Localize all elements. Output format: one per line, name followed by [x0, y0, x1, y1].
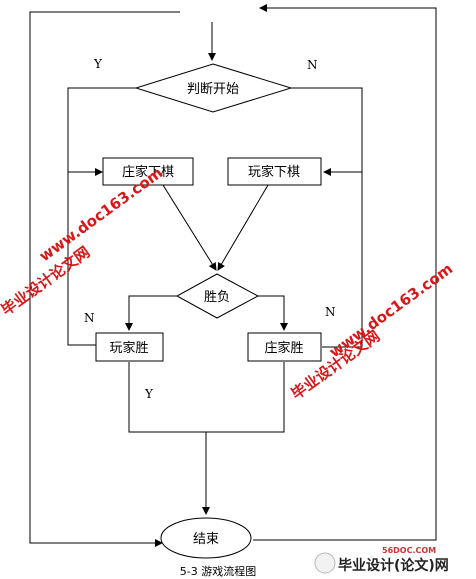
process-player-win: [95, 332, 164, 362]
terminal-end: [160, 517, 252, 559]
process-banker-win: [247, 332, 322, 362]
edge-label-no-left: N: [84, 311, 95, 325]
logo-emblem-icon: [314, 552, 336, 574]
edge-label-yes-bottom: Y: [144, 387, 154, 401]
watermark-url-left: www.doc163.com: [36, 164, 166, 266]
to-banker-win-arrow: [258, 295, 288, 331]
process-banker-move: [102, 157, 194, 186]
site-logo: 56DOC.COM 毕业设计(论文)网: [314, 546, 449, 574]
logo-main-text: 毕业设计(论文)网: [338, 557, 449, 574]
decision-win-lose-label: 胜负: [204, 290, 230, 305]
figure-caption: 5-3 游戏流程图: [180, 564, 256, 578]
process-player-move-label: 玩家下棋: [248, 164, 300, 180]
loop-right-connector: [253, 4, 437, 541]
logo-small-text: 56DOC.COM: [382, 546, 436, 555]
watermark-url-right: www.doc163.com: [326, 260, 456, 362]
decision-judge-start: [134, 63, 293, 113]
no-branch-line: [291, 87, 363, 348]
process-banker-move-label: 庄家下棋: [122, 164, 174, 180]
edge-label-no-right2: N: [325, 305, 336, 319]
edge-label-no-right: N: [307, 58, 318, 72]
process-banker-win-label: 庄家胜: [264, 340, 303, 356]
process-player-move: [227, 157, 322, 186]
edge-label-yes-left: Y: [93, 57, 103, 71]
terminal-end-label: 结束: [193, 532, 219, 547]
connectors: [29, 4, 437, 547]
yes-branch-line: [67, 87, 136, 346]
to-player-win-arrow: [125, 295, 177, 331]
decision-judge-start-label: 判断开始: [187, 82, 239, 97]
decision-win-lose: [175, 273, 260, 319]
process-player-win-label: 玩家胜: [109, 340, 148, 356]
loop-left-connector: [29, 11, 180, 547]
banker-to-decision-arrow: [162, 184, 217, 271]
player-to-decision-arrow: [217, 184, 269, 271]
